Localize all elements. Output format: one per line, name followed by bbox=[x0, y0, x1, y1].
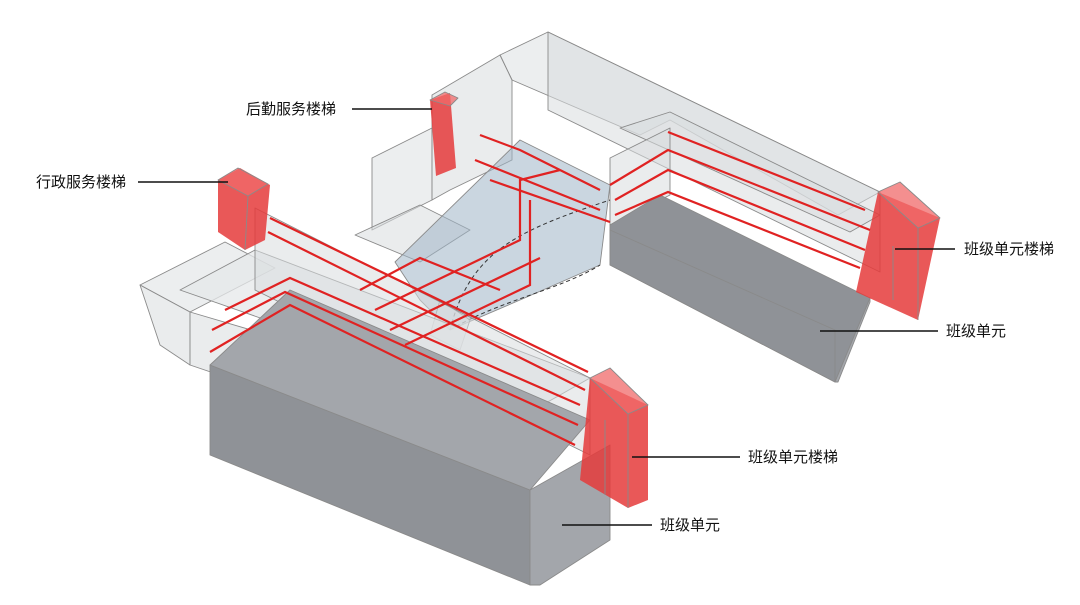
right-wing bbox=[499, 31, 881, 383]
logistics-stair-block bbox=[429, 91, 459, 176]
label-class-unit-stair-right: 班级单元楼梯 bbox=[964, 240, 1055, 258]
front-wing bbox=[139, 207, 611, 586]
label-admin-stair: 行政服务楼梯 bbox=[36, 173, 127, 191]
logistics-stair-face bbox=[430, 93, 456, 176]
label-class-unit-right: 班级单元 bbox=[946, 322, 1007, 340]
admin-stair-block bbox=[217, 167, 270, 251]
right-class-unit-front bbox=[609, 229, 836, 383]
right-stair-top bbox=[877, 181, 941, 229]
label-logistics-stair: 后勤服务楼梯 bbox=[246, 100, 337, 118]
label-class-unit-front: 班级单元 bbox=[660, 516, 721, 534]
right-stair-block bbox=[856, 181, 941, 320]
right-class-unit-side bbox=[834, 297, 871, 383]
circulation-lines bbox=[209, 130, 871, 446]
label-class-unit-stair-front: 班级单元楼梯 bbox=[748, 448, 839, 466]
front-stair-block bbox=[580, 367, 649, 508]
leader-lines bbox=[138, 108, 955, 526]
